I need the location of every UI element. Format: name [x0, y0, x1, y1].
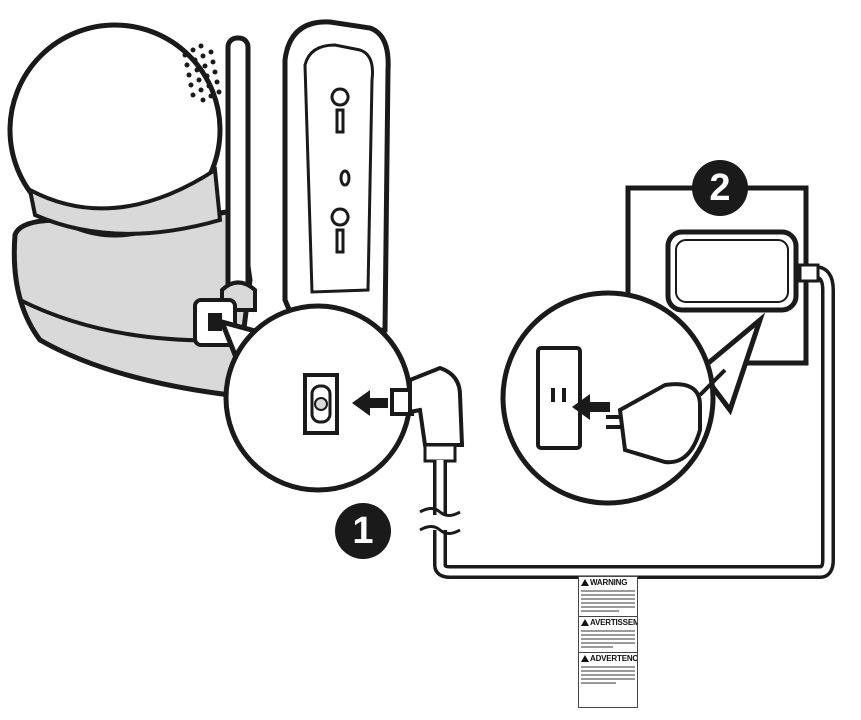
- adapter-cord: [698, 368, 727, 397]
- power-adapter-body: [617, 382, 702, 465]
- adapter-cable-clip: [798, 263, 820, 283]
- dc-port: [208, 313, 222, 331]
- screw-hole: [339, 169, 351, 187]
- dc-plug-strain-relief: [423, 443, 457, 463]
- warning-section-es: ADVERTENCIA: [579, 653, 637, 688]
- outlet-callout: [500, 290, 766, 506]
- warning-label: WARNING AVERTISSEMENT ADVERTENCIA: [578, 576, 638, 708]
- keyhole-bottom: [330, 207, 350, 254]
- avertissement-fine-print: [581, 630, 635, 648]
- cable-inner: [436, 268, 832, 576]
- step-2-badge: 2: [692, 160, 748, 216]
- power-cable: [419, 265, 835, 579]
- advertencia-fine-print: [581, 666, 635, 684]
- camera-body-illustration: [7, 22, 257, 398]
- keyhole-top: [330, 87, 350, 134]
- camera-head-shadow: [27, 166, 223, 236]
- speaker-grille: [182, 43, 222, 103]
- warning-section-en: WARNING: [579, 577, 637, 617]
- wall-mount-bracket: [282, 19, 391, 338]
- warning-triangle-icon: [581, 579, 589, 586]
- warning-heading: WARNING: [590, 578, 628, 587]
- warning-section-fr: AVERTISSEMENT: [579, 617, 637, 653]
- step-1-badge: 1: [335, 503, 391, 559]
- dc-plug-body: [408, 365, 465, 447]
- advertencia-heading: ADVERTENCIA: [590, 654, 638, 663]
- warning-triangle-icon: [581, 619, 589, 626]
- power-adapter-top: [665, 229, 799, 313]
- wall-outlet: [536, 346, 582, 450]
- insert-arrow-2: [572, 394, 610, 420]
- insert-arrow-1: [352, 390, 388, 416]
- cable-break: [419, 507, 461, 535]
- dc-jack-callout: [217, 303, 465, 493]
- avertissement-heading: AVERTISSEMENT: [590, 618, 637, 627]
- wall-outlet-panel: [625, 185, 820, 366]
- warning-triangle-icon: [581, 655, 589, 662]
- antenna: [225, 35, 251, 303]
- warning-fine-print: [581, 590, 635, 612]
